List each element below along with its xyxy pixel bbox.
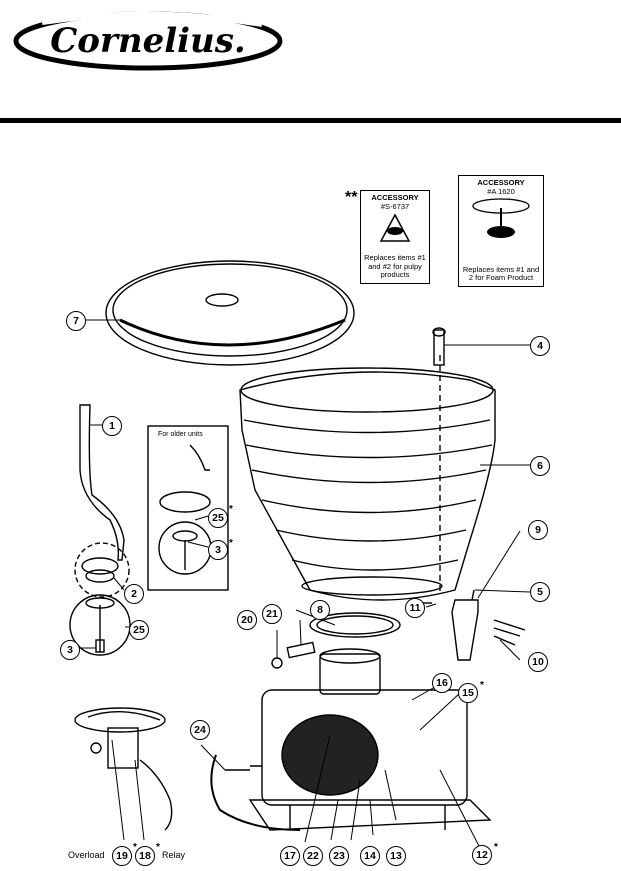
cornelius-logo: Cornelius.	[13, 11, 283, 71]
older-units-inset	[147, 425, 229, 591]
pipe	[79, 404, 125, 561]
callout-13: 13	[386, 846, 406, 866]
accessory-title: ACCESSORY	[371, 193, 419, 202]
callout-11: 11	[405, 598, 425, 618]
bowl	[239, 371, 496, 601]
callout-24: 24	[190, 720, 210, 740]
callout-9: 9	[528, 520, 548, 540]
callout-22: 22	[303, 846, 323, 866]
logo-wordmark: Cornelius.	[50, 21, 246, 61]
older-units-label: For older units	[158, 431, 203, 438]
callout-10: 10	[528, 652, 548, 672]
callout-23: 23	[329, 846, 349, 866]
callout-21: 21	[262, 604, 282, 624]
callout-7: 7	[66, 311, 86, 331]
callout-3-older: 3	[208, 540, 228, 560]
motor-base	[261, 689, 468, 806]
asterisk-25-older: *	[229, 504, 233, 515]
callout-12: 12	[472, 845, 492, 865]
asterisk-12: *	[494, 842, 498, 853]
callout-20: 20	[237, 610, 257, 630]
accessory-replaces-text: Replaces items #1 and #2 for pulpy produ…	[364, 253, 426, 280]
callout-14: 14	[360, 846, 380, 866]
accessory-title: ACCESSORY	[477, 178, 525, 187]
accessory-impeller-icon	[379, 213, 411, 242]
accessory-replaces-text: Replaces items #1 and 2 for Foam Product	[462, 264, 540, 283]
asterisk-19: *	[133, 842, 137, 853]
callout-15: 15	[458, 683, 478, 703]
callout-17: 17	[280, 846, 300, 866]
callout-18: 18	[135, 846, 155, 866]
callout-5: 5	[530, 582, 550, 602]
cover	[105, 260, 355, 366]
callout-1: 1	[102, 416, 122, 436]
accessory-part-number: #S-6737	[380, 201, 410, 211]
callout-3: 3	[60, 640, 80, 660]
header-rule	[0, 118, 621, 123]
callout-25-older: 25	[208, 508, 228, 528]
accessory-box-a1620: ACCESSORY #A 1620 Replaces items #1 and …	[458, 175, 544, 287]
overload-label: Overload	[68, 850, 105, 860]
callout-4: 4	[530, 336, 550, 356]
callout-19: 19	[112, 846, 132, 866]
asterisk-15: *	[480, 680, 484, 691]
relay-label: Relay	[162, 850, 186, 860]
asterisk-3-older: *	[229, 538, 233, 549]
accessory-foam-assembly-icon	[472, 198, 530, 239]
callout-16: 16	[432, 673, 452, 693]
double-asterisk-marker: **	[345, 189, 358, 206]
callout-25: 25	[129, 620, 149, 640]
callout-6: 6	[530, 456, 550, 476]
callout-2: 2	[124, 584, 144, 604]
asterisk-18: *	[156, 842, 160, 853]
callout-8: 8	[310, 600, 330, 620]
accessory-part-number: #A 1620	[487, 186, 515, 196]
accessory-box-s6737: ACCESSORY #S-6737 Replaces items #1 and …	[360, 190, 430, 284]
